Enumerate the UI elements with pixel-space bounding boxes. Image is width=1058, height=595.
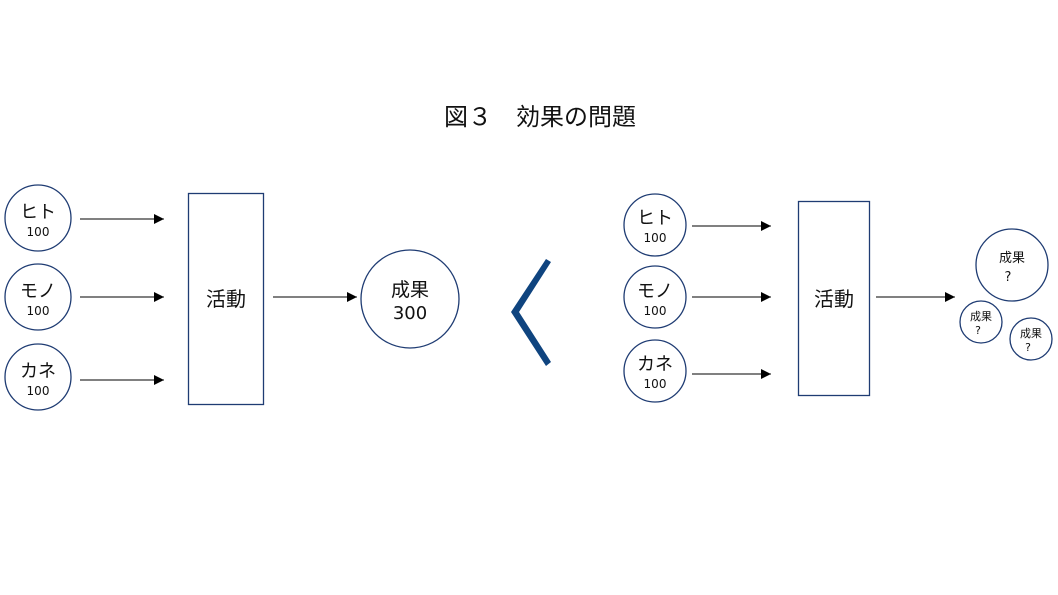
result-circle (959, 300, 1003, 344)
input-circle (4, 343, 72, 411)
input-circle (623, 193, 687, 257)
input-circle (4, 184, 72, 252)
result-circle (1009, 317, 1053, 361)
left-input-kane: カネ 100 (4, 343, 72, 411)
input-value: 100 (27, 304, 50, 318)
activity-box (797, 200, 871, 397)
input-circle (623, 265, 687, 329)
result-circle (975, 228, 1049, 302)
left-result: 成果 300 (360, 249, 460, 349)
result-label: 成果 (970, 310, 992, 323)
right-result-small-left: 成果 ? (959, 300, 1003, 344)
left-input-mono: モノ 100 (4, 263, 72, 331)
result-label: 成果 (391, 279, 429, 301)
result-label: 成果 (1020, 327, 1042, 340)
input-circle (4, 263, 72, 331)
input-value: 100 (644, 231, 667, 245)
input-label: ヒト (637, 208, 673, 229)
result-value: ? (1005, 270, 1012, 285)
input-label: カネ (20, 361, 56, 382)
right-result-small-right: 成果 ? (1009, 317, 1053, 361)
left-input-hito: ヒト 100 (4, 184, 72, 252)
right-diagram: ヒト 100 モノ 100 カネ 100 活動 成果 ? 成果 ? (623, 193, 1053, 403)
input-label: モノ (637, 281, 673, 302)
left-diagram: ヒト 100 モノ 100 カネ 100 活動 成果 300 (4, 184, 460, 411)
input-label: モノ (20, 281, 56, 302)
figure-title: 図３ 効果の問題 (444, 103, 636, 131)
input-value: 100 (27, 384, 50, 398)
result-circle (360, 249, 460, 349)
right-result-large: 成果 ? (975, 228, 1049, 302)
input-label: ヒト (20, 202, 56, 223)
activity-label: 活動 (206, 287, 246, 311)
activity-box (187, 192, 265, 406)
comparison-less-than-symbol (511, 259, 551, 366)
chevron-shape (511, 259, 551, 366)
input-label: カネ (637, 354, 673, 375)
result-value: ? (1025, 341, 1031, 354)
result-label: 成果 (999, 251, 1025, 266)
result-value: 300 (393, 303, 427, 324)
input-value: 100 (644, 304, 667, 318)
right-input-kane: カネ 100 (623, 339, 687, 403)
input-value: 100 (644, 377, 667, 391)
activity-label: 活動 (814, 287, 854, 311)
result-value: ? (975, 324, 981, 337)
input-value: 100 (27, 225, 50, 239)
input-circle (623, 339, 687, 403)
right-input-mono: モノ 100 (623, 265, 687, 329)
right-input-hito: ヒト 100 (623, 193, 687, 257)
